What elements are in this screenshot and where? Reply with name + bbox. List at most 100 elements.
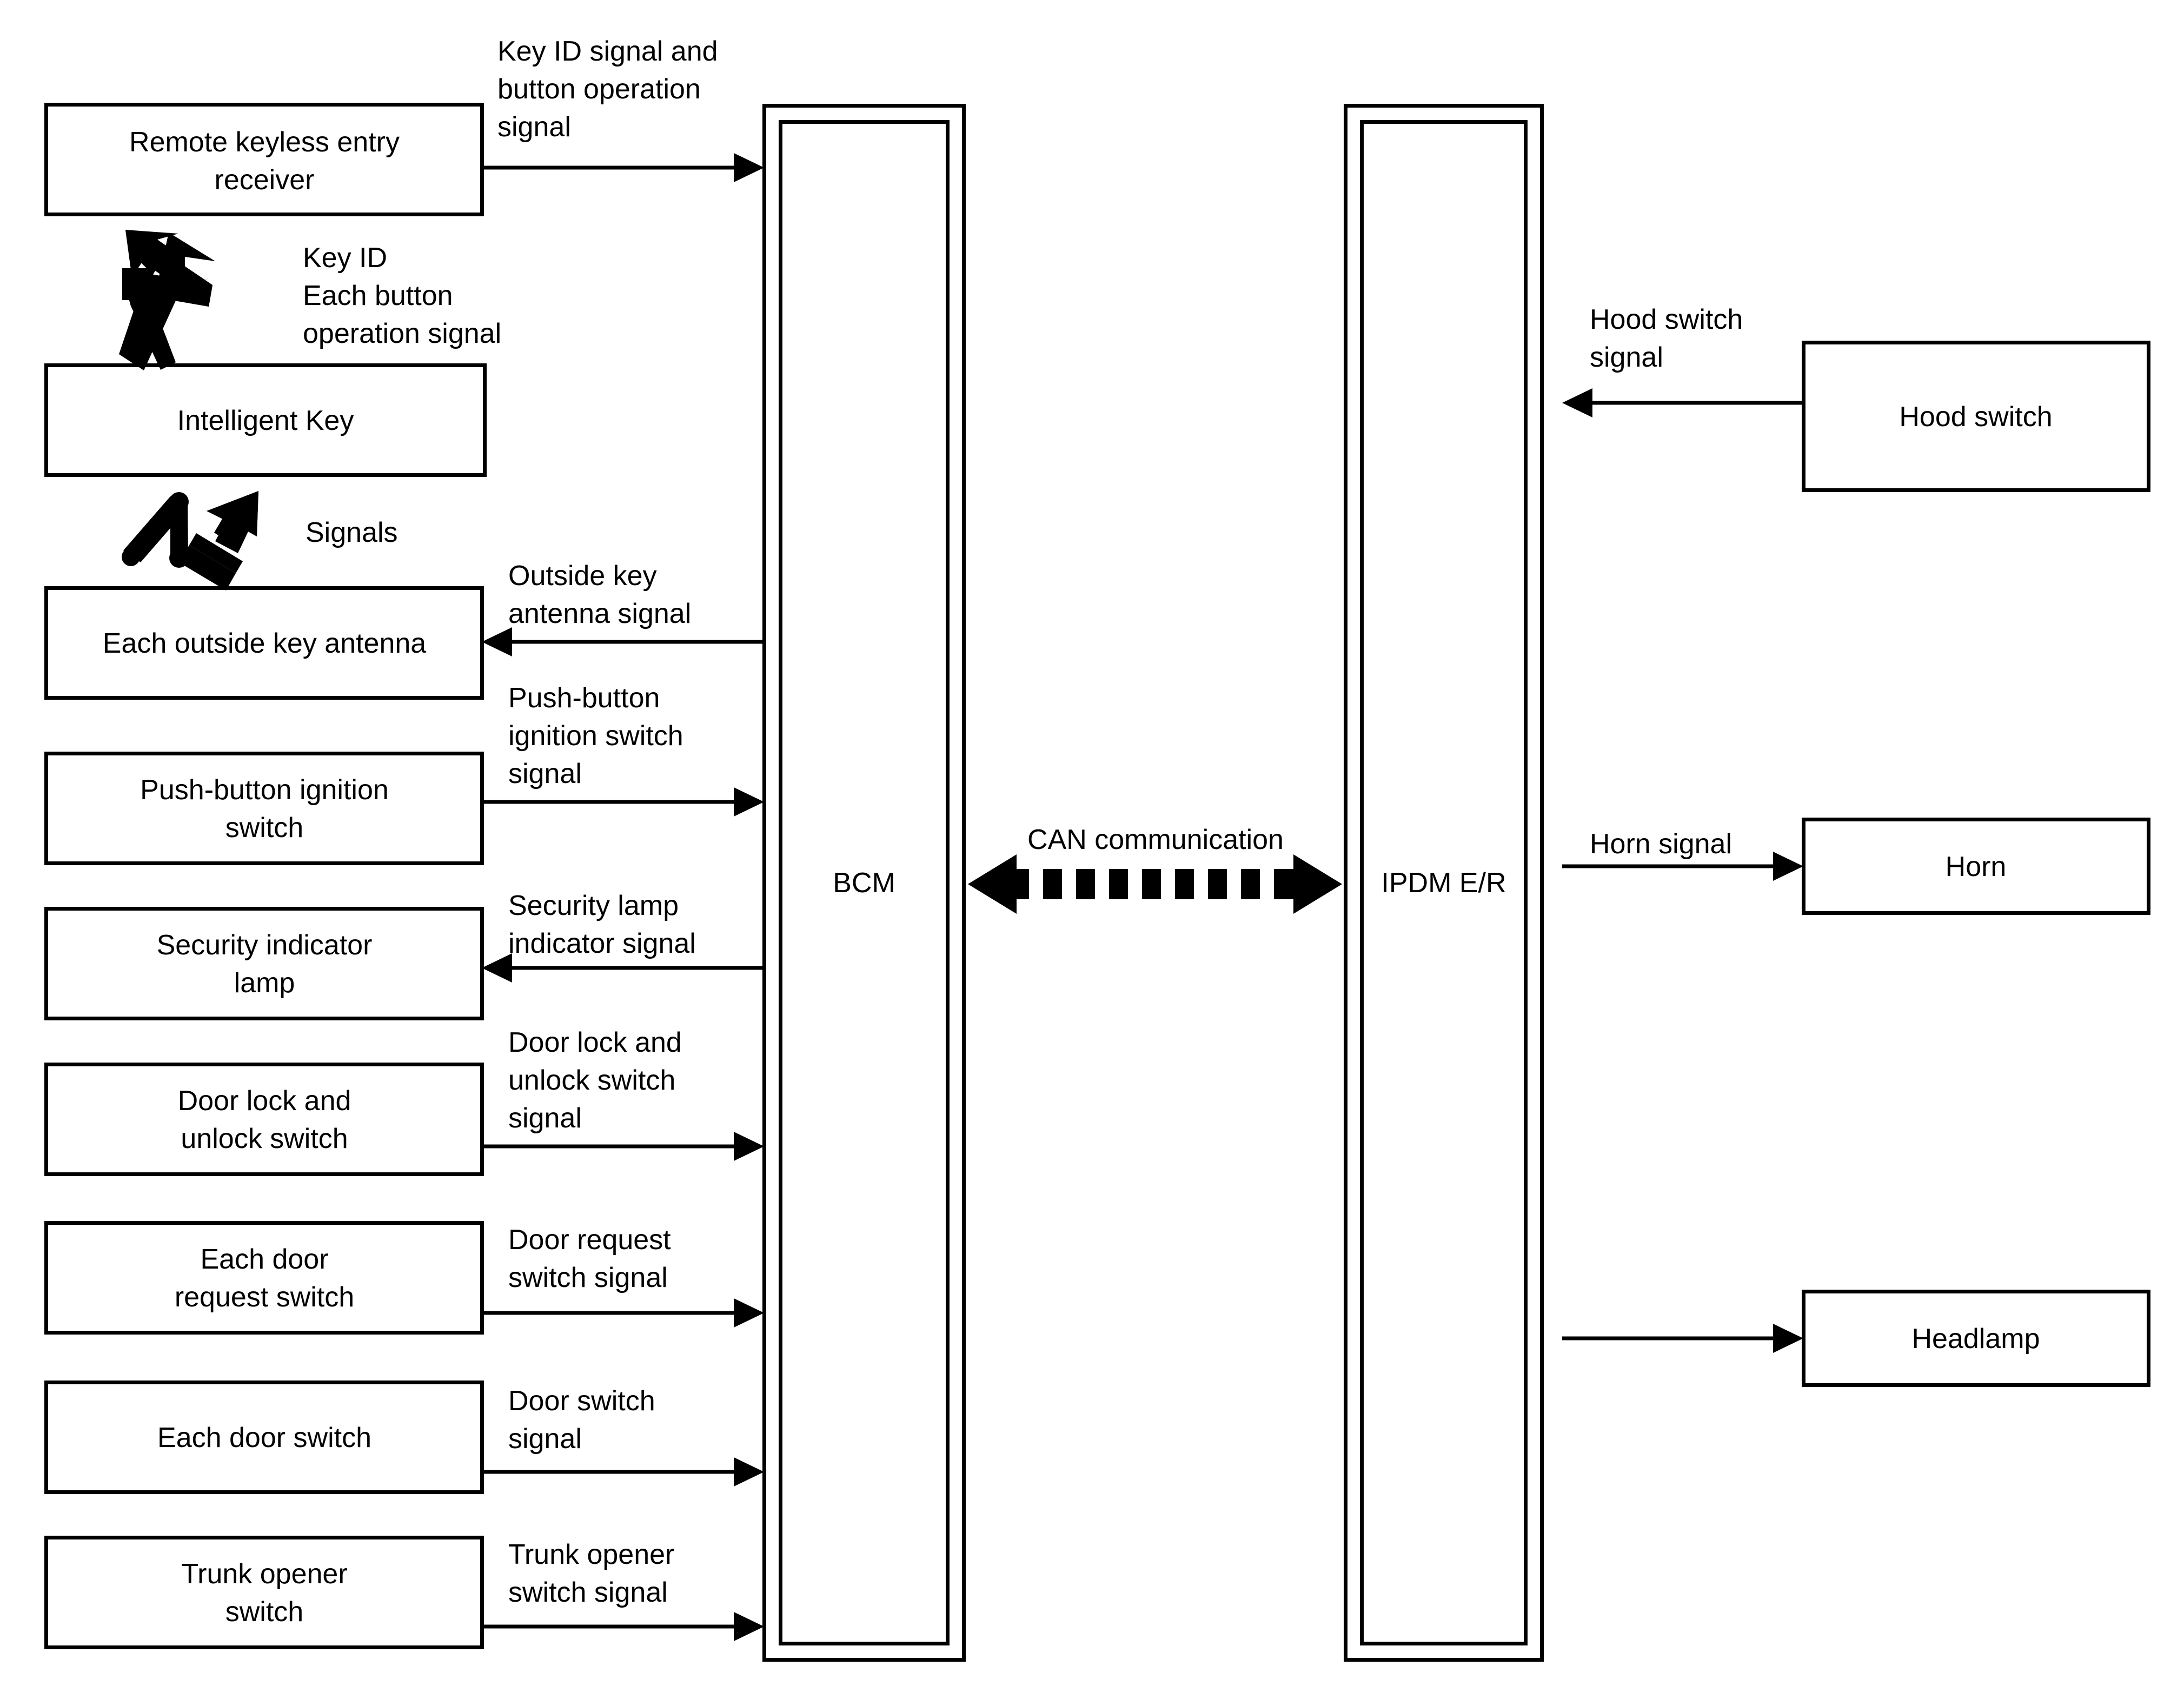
label-trunk-opener-switch-signal: Trunk opener switch signal <box>508 1539 674 1608</box>
label-line2: indicator signal <box>508 928 696 959</box>
connector-door-request-switch-to-bcm <box>482 1298 764 1328</box>
label-line1: Key ID signal and <box>497 36 718 67</box>
connector-bcm-to-security-lamp <box>482 953 764 983</box>
label-line1: Security lamp <box>508 890 679 921</box>
block-border <box>44 1063 484 1176</box>
arrowhead-left-icon <box>1562 388 1592 417</box>
block-label-line2: switch <box>225 1596 303 1628</box>
label-key-id-each-button-operation-signal: Key ID Each button operation signal <box>303 242 501 349</box>
block-remote-keyless-entry-receiver[interactable]: Remote keyless entry receiver <box>44 103 484 216</box>
arrowhead-right-icon <box>1773 1324 1803 1353</box>
block-push-button-ignition-switch[interactable]: Push-button ignition switch <box>44 752 484 865</box>
block-border <box>44 907 484 1020</box>
label-line1: Door request <box>508 1224 671 1256</box>
connector-door-lock-switch-to-bcm <box>482 1132 764 1161</box>
can-dash-gap <box>1029 869 1043 899</box>
can-dash-gap <box>1095 869 1109 899</box>
ipdm-label: IPDM E/R <box>1381 867 1506 899</box>
label-outside-key-antenna-signal: Outside key antenna signal <box>508 560 691 629</box>
label-line1: Push-button <box>508 682 660 714</box>
wireless-link-key-id-zigzag <box>119 233 215 370</box>
arrowhead-left-icon <box>482 953 512 983</box>
connector-ipdm-to-horn <box>1562 852 1803 881</box>
block-label-line2: switch <box>225 812 303 844</box>
label-line1: Hood switch <box>1590 304 1743 335</box>
block-label-line1: Each outside key antenna <box>103 628 427 659</box>
label-line2: signal <box>508 1423 582 1455</box>
bcm-inner-border <box>779 120 950 1645</box>
can-dash-gap <box>1227 869 1241 899</box>
block-border <box>44 363 487 477</box>
label-line2: unlock switch <box>508 1065 675 1096</box>
arrowhead-right-icon <box>734 787 764 817</box>
bcm-label: BCM <box>833 867 895 899</box>
block-border <box>44 103 484 216</box>
label-hood-switch-signal: Hood switch signal <box>1590 304 1743 373</box>
label-horn-signal: Horn signal <box>1590 828 1732 860</box>
block-security-indicator-lamp[interactable]: Security indicator lamp <box>44 907 484 1020</box>
block-label-line1: Remote keyless entry <box>129 127 400 158</box>
label-line2: button operation <box>497 74 701 105</box>
block-intelligent-key[interactable]: Intelligent Key <box>44 363 487 477</box>
label-line2: signal <box>1590 342 1663 373</box>
arrowhead-right-icon <box>734 1612 764 1641</box>
block-label-line2: receiver <box>215 164 315 196</box>
block-label-line1: Security indicator <box>157 930 373 961</box>
block-headlamp[interactable]: Headlamp <box>1802 1290 2150 1387</box>
wireless-signal-up-icon <box>125 230 213 370</box>
connector-trunk-opener-switch-to-bcm <box>482 1612 764 1641</box>
label-line3: signal <box>508 1103 582 1134</box>
can-dash-gap <box>1161 869 1175 899</box>
label-line3: signal <box>508 758 582 789</box>
block-border <box>44 752 484 865</box>
label-door-request-switch-signal: Door request switch signal <box>508 1224 671 1293</box>
block-label-line1: Push-button ignition <box>140 774 389 806</box>
label-line1: Horn signal <box>1590 828 1732 860</box>
block-label-line1: Door lock and <box>178 1085 351 1117</box>
block-label-line1: Intelligent Key <box>177 405 354 436</box>
module-ipdm-er[interactable]: IPDM E/R <box>1344 104 1544 1662</box>
block-each-outside-key-antenna[interactable]: Each outside key antenna <box>44 586 484 700</box>
module-bcm[interactable]: BCM <box>762 104 966 1662</box>
label-line2: Each button <box>303 280 453 311</box>
arrowhead-right-icon <box>734 153 764 182</box>
label-line2: switch signal <box>508 1262 668 1293</box>
block-hood-switch[interactable]: Hood switch <box>1802 341 2150 492</box>
arrowhead-right-icon <box>734 1132 764 1161</box>
can-arrowhead-left-icon <box>968 854 1017 914</box>
can-communication-label: CAN communication <box>1027 824 1284 855</box>
arrowhead-right-icon <box>734 1457 764 1486</box>
block-trunk-opener-switch[interactable]: Trunk opener switch <box>44 1536 484 1649</box>
block-label-line2: lamp <box>234 967 295 999</box>
ipdm-inner-border <box>1360 120 1528 1645</box>
label-line1: Door switch <box>508 1385 655 1417</box>
block-border <box>44 586 484 700</box>
block-border <box>1802 341 2150 492</box>
connector-bcm-to-outside-key-antenna <box>482 627 764 656</box>
label-line1: Trunk opener <box>508 1539 674 1570</box>
can-dash-gap <box>1062 869 1076 899</box>
label-security-lamp-indicator-signal: Security lamp indicator signal <box>508 890 696 959</box>
arrowhead-right-icon <box>1773 852 1803 881</box>
connector-can-communication[interactable]: CAN communication <box>968 824 1342 914</box>
connector-ipdm-to-headlamp <box>1562 1324 1803 1353</box>
connector-door-switch-to-bcm <box>482 1457 764 1486</box>
connector-hood-switch-to-ipdm <box>1562 388 1803 417</box>
label-signals: Signals <box>306 517 398 548</box>
can-dash-gap <box>1194 869 1208 899</box>
connector-ignition-switch-to-bcm <box>482 787 764 817</box>
block-door-lock-and-unlock-switch[interactable]: Door lock and unlock switch <box>44 1063 484 1176</box>
block-each-door-switch[interactable]: Each door switch <box>44 1381 484 1494</box>
arrowhead-right-icon <box>734 1298 764 1328</box>
block-label-line1: Horn <box>1946 851 2007 882</box>
block-each-door-request-switch[interactable]: Each door request switch <box>44 1221 484 1335</box>
block-label-line1: Each door <box>200 1244 328 1275</box>
block-horn[interactable]: Horn <box>1802 818 2150 915</box>
label-line1: Key ID <box>303 242 387 274</box>
wireless-signal-upright-icon <box>122 491 258 590</box>
can-dash-gap <box>1128 869 1142 899</box>
block-label-line1: Trunk opener <box>181 1558 347 1590</box>
label-line2: antenna signal <box>508 598 691 629</box>
